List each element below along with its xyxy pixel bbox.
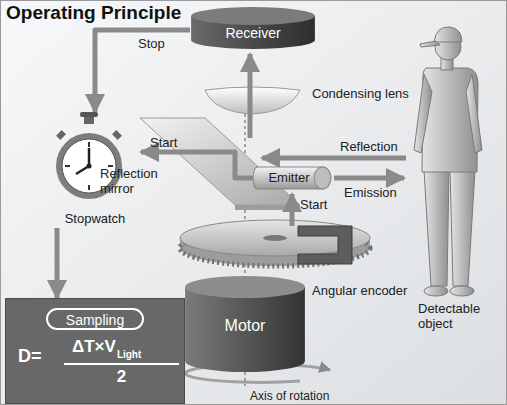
- illustration-part: [65, 165, 70, 167]
- node-text: Receiver: [190, 25, 316, 41]
- sampling-panel: D= ΔT×VLight 2 Sampling: [5, 298, 185, 404]
- part-label: Reflection mirror: [100, 166, 178, 196]
- node-text: Motor: [184, 317, 306, 335]
- part-label: Reflection: [340, 139, 398, 154]
- reflected-beam: [248, 54, 253, 138]
- illustration-part: [434, 27, 462, 42]
- signal-arrow: [55, 228, 60, 298]
- part-label: Angular encoder: [312, 283, 407, 298]
- encoder-sensor: [298, 226, 352, 264]
- illustration-part: [420, 41, 440, 47]
- emitter-cylinder: Emitter: [253, 166, 333, 190]
- illustration-part: [112, 130, 122, 140]
- illustration-part: [466, 74, 482, 153]
- person-figure: [414, 27, 482, 296]
- illustration-part: [185, 276, 305, 298]
- part-label: Start: [300, 197, 327, 212]
- edge-label: Stop: [138, 36, 165, 51]
- node-text: ΔT×V: [72, 337, 116, 357]
- illustration-part: [298, 226, 352, 264]
- illustration-part: [87, 164, 92, 169]
- illustration-part: [414, 74, 432, 153]
- sampling-pill: Sampling: [46, 308, 144, 330]
- angular-encoder-disc: [180, 220, 370, 266]
- fraction-bar: [64, 363, 179, 365]
- node-text: Light: [117, 349, 141, 360]
- node-text: Emitter: [253, 170, 325, 185]
- reflection-beam: [262, 156, 406, 161]
- diagram-title: Operating Principle: [6, 2, 181, 24]
- part-label: Axis of rotation: [250, 389, 329, 403]
- emission-beam: [334, 176, 404, 181]
- illustration-part: [424, 286, 448, 296]
- receiver-cylinder: Receiver: [190, 6, 316, 50]
- illustration-part: [314, 167, 331, 189]
- illustration-part: [424, 170, 449, 286]
- illustration-part: [88, 148, 91, 166]
- reflection-mirror: [140, 118, 300, 210]
- illustration-part: [56, 130, 66, 140]
- part-label: Detectable object: [418, 301, 488, 331]
- node-text: Stopwatch: [49, 211, 141, 226]
- part-label: Emission: [344, 185, 397, 200]
- motor-cylinder: Motor: [184, 275, 306, 373]
- encoder-start-arrow: [290, 194, 295, 226]
- signal-arrow: [95, 30, 190, 112]
- illustration-part: [80, 112, 98, 117]
- illustration-part: [450, 286, 474, 296]
- illustration-part: [191, 7, 315, 25]
- node-text: Sampling: [48, 312, 142, 328]
- illustration-part: [88, 142, 90, 147]
- illustration-part: [88, 185, 90, 190]
- illustration-part: [450, 170, 475, 286]
- illustration-part: [263, 235, 287, 241]
- illustration-part: [253, 167, 331, 189]
- node-text: D=: [18, 346, 42, 367]
- edge-label: Start: [150, 135, 177, 150]
- illustration-part: [140, 118, 300, 205]
- part-label: Condensing lens: [312, 86, 409, 101]
- node-text: 2: [64, 367, 179, 387]
